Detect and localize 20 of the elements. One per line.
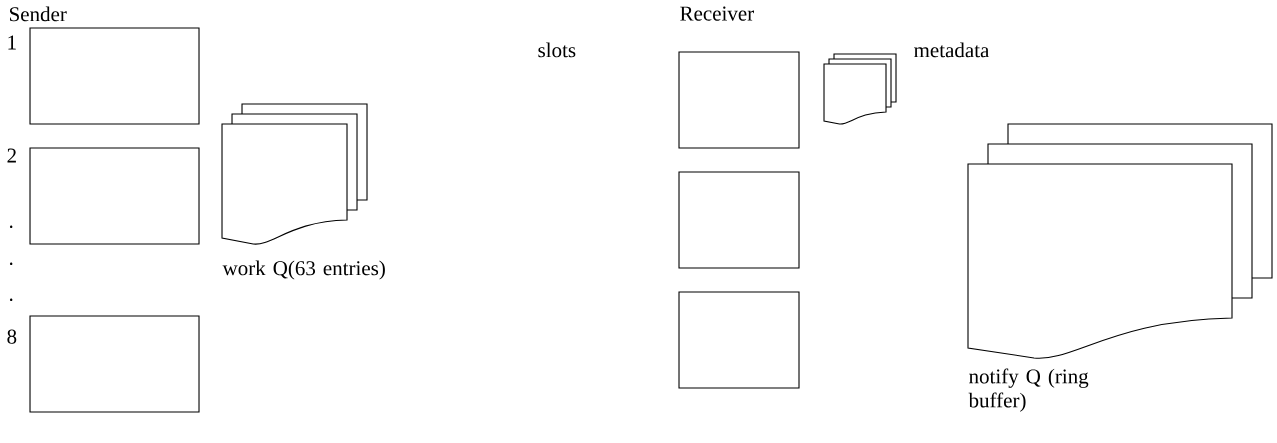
node-label: work Q(63 entries) xyxy=(222,260,385,280)
label: slots xyxy=(538,42,576,58)
node-label: 2 xyxy=(7,148,16,163)
node-label: notify Q (ring buffer) xyxy=(968,368,1089,412)
label: Receiver xyxy=(680,6,754,21)
empty-box xyxy=(678,51,800,149)
empty-box xyxy=(678,291,800,389)
label: . xyxy=(9,262,13,265)
node-label: 1 xyxy=(8,35,16,50)
label: . xyxy=(9,298,13,301)
label: Sender xyxy=(10,6,67,22)
empty-box xyxy=(29,315,200,413)
document-stack-drawing xyxy=(221,103,368,245)
empty-box xyxy=(29,147,200,245)
document-stack-drawing xyxy=(823,53,897,125)
document-stack-drawing xyxy=(967,123,1273,359)
empty-box xyxy=(29,27,200,125)
node-label: metadata xyxy=(914,42,990,58)
empty-box xyxy=(678,171,800,269)
node-label: 8 xyxy=(7,329,17,344)
